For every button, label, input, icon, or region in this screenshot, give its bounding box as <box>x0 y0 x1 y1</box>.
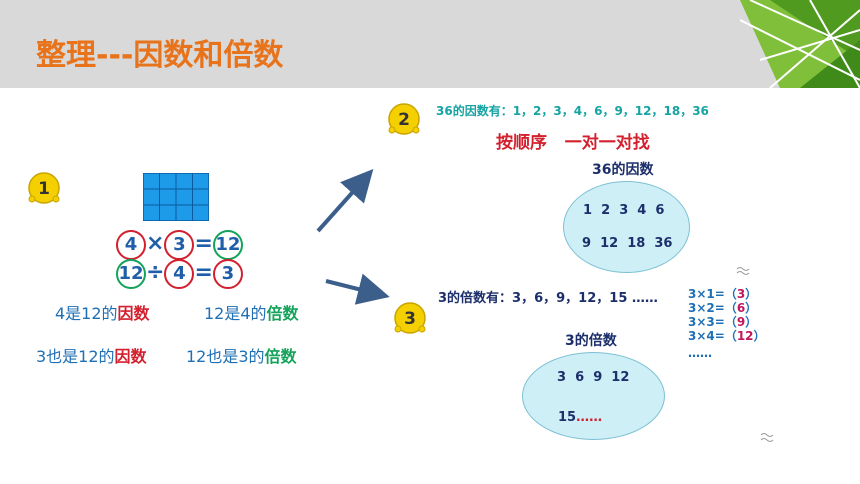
mult-row-4: 3×4=（12） <box>688 329 766 343</box>
arrow-down <box>325 273 390 305</box>
badge-number: 2 <box>398 110 410 130</box>
quotient: 3 <box>212 259 243 289</box>
mult-row-3: 3×3=（9） <box>688 315 758 329</box>
equation-divide: 12÷4=3 <box>116 259 243 289</box>
number-badge-1-icon: 1 <box>28 172 60 204</box>
factor-a: 4 <box>116 230 146 260</box>
divide-sign: ÷ <box>146 260 165 285</box>
badge-number: 1 <box>38 179 50 199</box>
arrow-up <box>316 169 374 233</box>
number-badge-3-icon: 3 <box>394 302 426 334</box>
corner-decoration <box>740 0 860 88</box>
multiples-heading: 3的倍数有：3，6，9，12，15 …… <box>438 291 658 306</box>
factors-heading: 36的因数有：1，2，3，4，6，9，12，18，36 <box>436 104 709 118</box>
factor-b: 3 <box>164 230 195 260</box>
page-title: 整理---因数和倍数 <box>36 38 284 73</box>
mult-row-2: 3×2=（6） <box>688 301 758 315</box>
factors-row-1: 1 2 3 4 6 <box>583 203 665 218</box>
multiples-row-1: 3 6 9 12 <box>557 370 630 385</box>
equation-multiply: 4×3=12 <box>116 230 243 260</box>
statement-2: 12是4的倍数 <box>204 304 299 323</box>
equals-sign: = <box>194 260 213 285</box>
statement-4: 12也是3的倍数 <box>186 347 297 366</box>
number-badge-2-icon: 2 <box>388 103 420 135</box>
statement-1: 4是12的因数 <box>55 304 150 323</box>
rectangle-grid <box>143 173 209 221</box>
squiggle-icon <box>736 267 750 275</box>
dividend: 12 <box>116 259 146 289</box>
multiplication-list: 3×1=（3） 3×2=（6） 3×3=（9） 3×4=（12） …… <box>688 287 766 363</box>
statement-3: 3也是12的因数 <box>36 347 147 366</box>
multiples-set-title: 3的倍数 <box>565 333 617 349</box>
title-bar <box>0 0 860 88</box>
squiggle-icon <box>760 433 774 442</box>
factors-row-2: 9 12 18 36 <box>582 236 673 251</box>
times-sign: × <box>146 231 165 256</box>
divisor: 4 <box>164 259 195 289</box>
factors-set-title: 36的因数 <box>592 162 654 178</box>
mult-row-1: 3×1=（3） <box>688 287 758 301</box>
equals-sign: = <box>194 231 213 256</box>
multiples-row-2: 15…… <box>558 410 603 425</box>
search-hint: 按顺序 一对一对找 <box>496 133 650 153</box>
factors-set <box>563 181 690 273</box>
mult-more: …… <box>688 346 712 360</box>
arrows <box>316 169 390 305</box>
badge-number: 3 <box>404 309 416 329</box>
product: 12 <box>212 230 243 260</box>
multiples-set <box>522 352 665 440</box>
